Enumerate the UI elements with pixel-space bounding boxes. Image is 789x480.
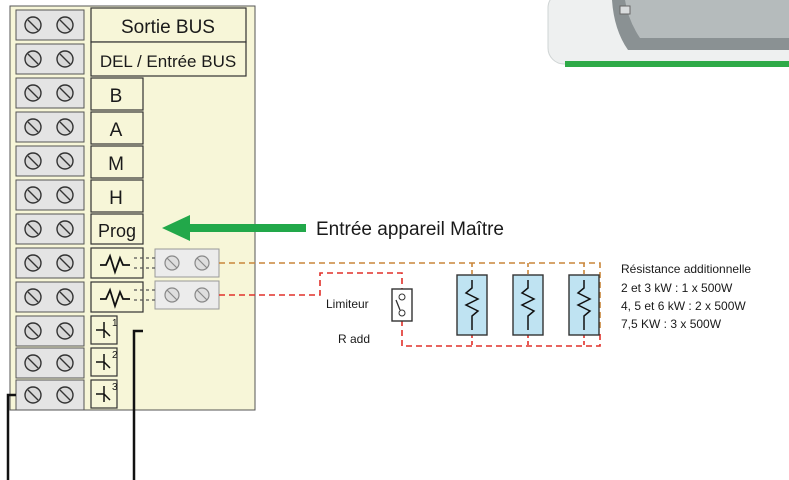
fan-icon [96, 322, 111, 402]
label-b: B [110, 86, 123, 107]
orange-dashed-wire [219, 262, 601, 330]
label-del-entree-bus: DEL / Entrée BUS [100, 52, 236, 71]
resistance-note-line-2: 4, 5 et 6 kW : 2 x 500W [621, 299, 746, 313]
resistance-connector-block [134, 248, 220, 310]
label-m: M [108, 154, 124, 175]
fan-wire-right [132, 329, 143, 480]
fan-wire-left [6, 393, 16, 480]
label-prog: Prog [98, 221, 136, 241]
terminal-label-boxes [90, 7, 247, 409]
label-sortie-bus: Sortie BUS [121, 17, 215, 38]
resistance-note-line-3: 7,5 KW : 3 x 500W [621, 317, 722, 331]
resistance-symbol-icon [100, 253, 130, 309]
label-a: A [110, 120, 123, 141]
arrow-label: Entrée appareil Maître [316, 219, 504, 240]
master-input-arrow [162, 215, 306, 241]
fan-index-2: 2 [112, 350, 118, 361]
fan-index-3: 3 [112, 382, 118, 393]
terminal-screws [24, 16, 74, 404]
label-h: H [109, 188, 123, 209]
fan-index-1: 1 [112, 318, 118, 329]
limiteur-label: Limiteur [326, 297, 369, 311]
resistance-note-title: Résistance additionnelle [621, 262, 751, 276]
resistance-note-line-1: 2 et 3 kW : 1 x 500W [621, 281, 733, 295]
additional-resistors [456, 274, 600, 336]
r-add-label: R add [338, 332, 370, 346]
terminal-blocks [15, 9, 85, 411]
device-photo [547, 0, 789, 67]
red-dashed-wire [219, 272, 601, 347]
limiter-switch-icon [391, 288, 413, 322]
